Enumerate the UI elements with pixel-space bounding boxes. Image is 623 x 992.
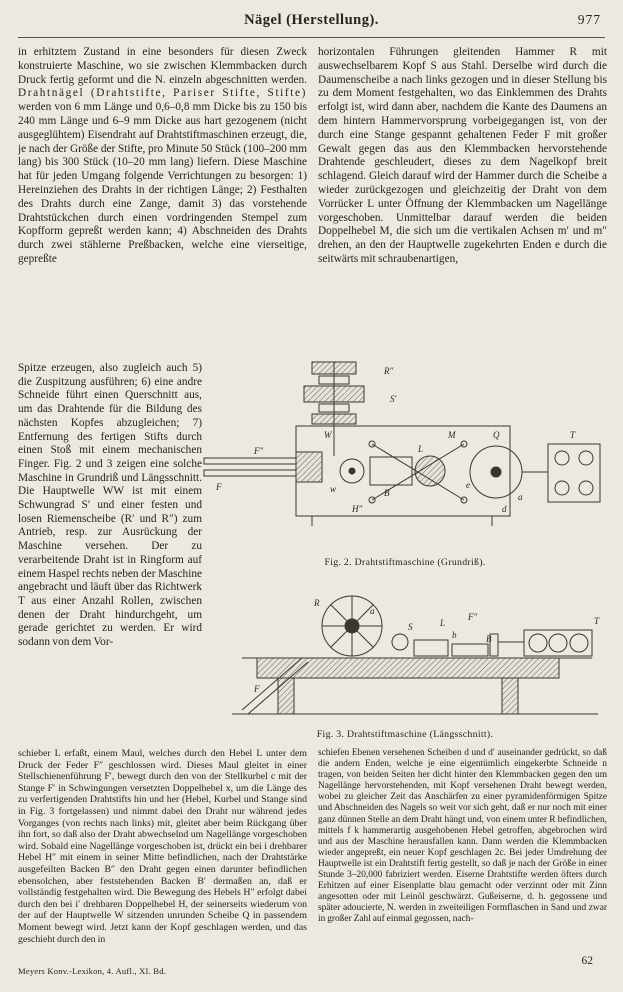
footer-imprint: Meyers Konv.-Lexikon, 4. Aufl., XI. Bd.: [18, 966, 167, 976]
text-run: werden von 6 mm Länge und 0,6–0,8 mm Dic…: [18, 101, 307, 265]
fig3-drawing: R a S L F″ B b T F: [232, 595, 600, 715]
left-column-bottom: schieber L erfaßt, einem Maul, welches d…: [18, 748, 307, 945]
fig2-part-label: L: [417, 444, 423, 454]
header-rule: [18, 37, 605, 38]
fig2-part-label: w: [330, 484, 336, 494]
fig2-part-label: a: [518, 492, 523, 502]
fig2-part-label: F: [215, 482, 222, 492]
figure-2: R″ S′ Q W T F″ L M d e B H″ a w F Fig. 2…: [202, 360, 608, 572]
fig3-part-label: T: [594, 616, 600, 626]
fig3-part-label: L: [439, 618, 445, 628]
page-title: Nägel (Herstellung).: [244, 12, 379, 28]
fig2-part-label: Q: [493, 430, 500, 440]
sheet-number: 62: [581, 955, 594, 967]
figure-2-caption: Fig. 2. Drahtstiftmaschine (Grundriß).: [324, 557, 486, 568]
left-column-top: in erhitztem Zustand in eine besonders f…: [18, 46, 307, 360]
fig3-part-label: F: [253, 684, 260, 694]
fig3-part-label: S: [408, 622, 413, 632]
fig3-part-label: b: [452, 630, 457, 640]
fig2-part-label: e: [466, 480, 470, 490]
fig2-part-label: F″: [253, 446, 263, 456]
fig2-part-label: R″: [383, 366, 393, 376]
fig3-part-label: R: [313, 598, 320, 608]
fig3-part-label: B: [486, 634, 492, 644]
right-column-bottom: schiefen Ebenen versehenen Scheiben d un…: [318, 748, 607, 925]
right-column-top: horizontalen Führungen gleitenden Hammer…: [318, 46, 607, 265]
fig2-part-label: B: [384, 488, 390, 498]
left-column-narrow: Spitze erzeugen, also zugleich auch 5) d…: [18, 362, 202, 649]
emphasized-term: Drahtnägel (Drahtstifte, Pariser Stifte,…: [18, 87, 307, 100]
fig3-part-label: F″: [467, 612, 477, 622]
fig2-part-label: M: [447, 430, 456, 440]
page-number: 977: [577, 12, 601, 27]
fig3-machine-graphic: [232, 595, 598, 715]
figure-3: R a S L F″ B b T F Fig. 3. Drahtstiftmas…: [202, 582, 608, 744]
fig2-part-label: S′: [390, 394, 398, 404]
running-head: Nägel (Herstellung). 977: [18, 11, 605, 35]
fig2-drawing: R″ S′ Q W T F″ L M d e B H″ a w F: [203, 361, 601, 526]
fig2-part-label: T: [570, 430, 576, 440]
fig3-part-label: a: [370, 606, 375, 616]
text-run: in erhitztem Zustand in eine besonders f…: [18, 46, 307, 86]
fig2-part-label: H″: [351, 504, 362, 514]
fig2-machine-graphic: [203, 361, 601, 526]
fig2-part-label: d: [502, 504, 507, 514]
fig2-part-label: W: [324, 430, 333, 440]
figure-3-caption: Fig. 3. Drahtstiftmaschine (Längsschnitt…: [316, 729, 494, 740]
